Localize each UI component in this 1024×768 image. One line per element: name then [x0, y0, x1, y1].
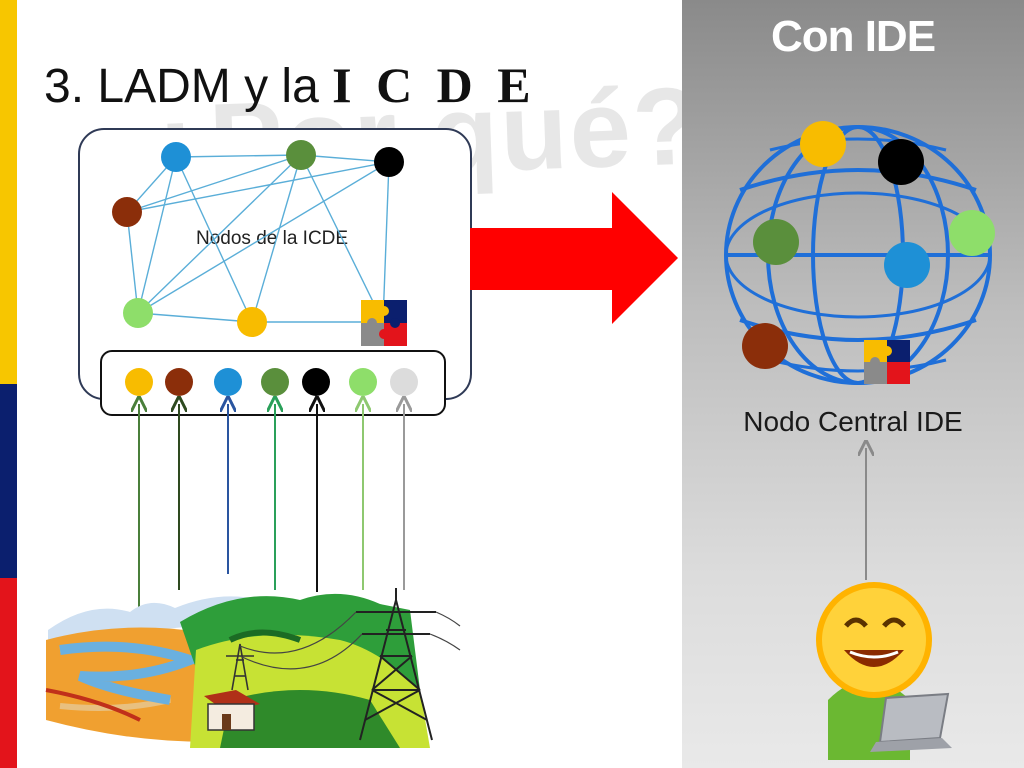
puzzle-icon — [864, 340, 910, 384]
globe-node — [878, 139, 924, 185]
network-node — [123, 298, 153, 328]
puzzle-icon — [361, 300, 407, 346]
globe-node — [800, 121, 846, 167]
network-node — [161, 142, 191, 172]
bar-node — [349, 368, 377, 396]
flag-stripe-blue — [0, 384, 17, 578]
bar-node — [214, 368, 242, 396]
flag-stripe-red — [0, 578, 17, 768]
landscape-sketch — [45, 588, 461, 748]
network-label: Nodos de la ICDE — [196, 228, 349, 249]
network-node — [286, 140, 316, 170]
big-red-arrow — [470, 192, 678, 324]
globe-node — [949, 210, 995, 256]
slide-title: 3. LADM y la I C D E — [44, 56, 537, 114]
network-edges — [126, 154, 390, 323]
flag-stripe-yellow — [0, 0, 17, 384]
bar-node — [390, 368, 418, 396]
slide-title-emphasis: I C D E — [332, 57, 537, 113]
globe-node — [884, 242, 930, 288]
laptop-icon — [870, 692, 952, 752]
upload-arrows — [139, 404, 866, 620]
bar-node — [165, 368, 193, 396]
bar-node — [261, 368, 289, 396]
con-ide-heading: Con IDE — [770, 12, 936, 61]
globe-node — [753, 219, 799, 265]
bar-node — [302, 368, 330, 396]
node-bar-circles — [125, 368, 418, 396]
nodo-central-caption: Nodo Central IDE — [743, 406, 963, 437]
network-node — [237, 307, 267, 337]
bar-node — [125, 368, 153, 396]
globe-node — [742, 323, 788, 369]
network-node — [374, 147, 404, 177]
slide-title-prefix: 3. LADM y la — [44, 60, 319, 113]
network-node — [112, 197, 142, 227]
globe-nodes — [742, 121, 995, 369]
network-nodes — [112, 140, 404, 337]
